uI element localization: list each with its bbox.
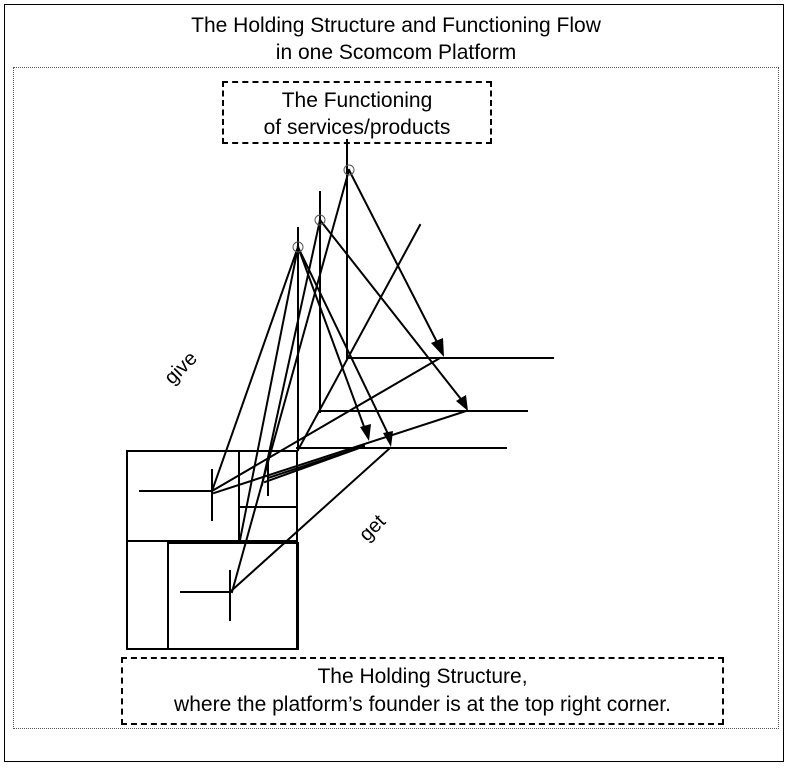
return-line-1c <box>263 445 364 484</box>
give-line-extra <box>296 223 422 452</box>
holding-structure-box: The Holding Structure, where the platfor… <box>121 657 724 725</box>
node-circle-2 <box>314 214 326 226</box>
arrowhead-level-1b <box>383 431 393 447</box>
diagram-title: The Holding Structure and Functioning Fl… <box>0 12 792 66</box>
arrowhead-level-3 <box>431 338 444 357</box>
return-line-1b <box>228 446 392 594</box>
title-line-1: The Holding Structure and Functioning Fl… <box>191 14 601 37</box>
holding-lower-box <box>167 542 299 650</box>
give-line-b-2 <box>260 218 322 487</box>
get-line-3 <box>347 168 442 350</box>
diagram-frame <box>4 4 784 762</box>
get-line-1b <box>296 245 392 440</box>
functioning-line-2: of services/products <box>263 116 451 139</box>
get-line-2 <box>318 218 466 405</box>
arrowhead-level-2 <box>456 395 468 411</box>
functioning-box: The Functioning of services/products <box>222 81 492 144</box>
functioning-line-1: The Functioning <box>281 89 433 112</box>
title-line-2: in one Scomcom Platform <box>275 41 517 64</box>
give-line-b-1 <box>238 245 300 542</box>
return-line-3 <box>210 356 442 493</box>
return-line-2 <box>212 409 468 495</box>
holding-line-1: The Holding Structure, <box>317 665 528 688</box>
holding-line-2: where the platform’s founder is at the t… <box>174 693 671 716</box>
give-line-a-1 <box>210 245 300 493</box>
node-circle-1 <box>292 241 304 253</box>
node-circle-3 <box>343 164 355 176</box>
get-line-1a <box>296 245 368 434</box>
give-line-c-3 <box>230 168 351 594</box>
arrowhead-level-1a <box>360 424 371 441</box>
platform-boundary <box>13 67 779 729</box>
